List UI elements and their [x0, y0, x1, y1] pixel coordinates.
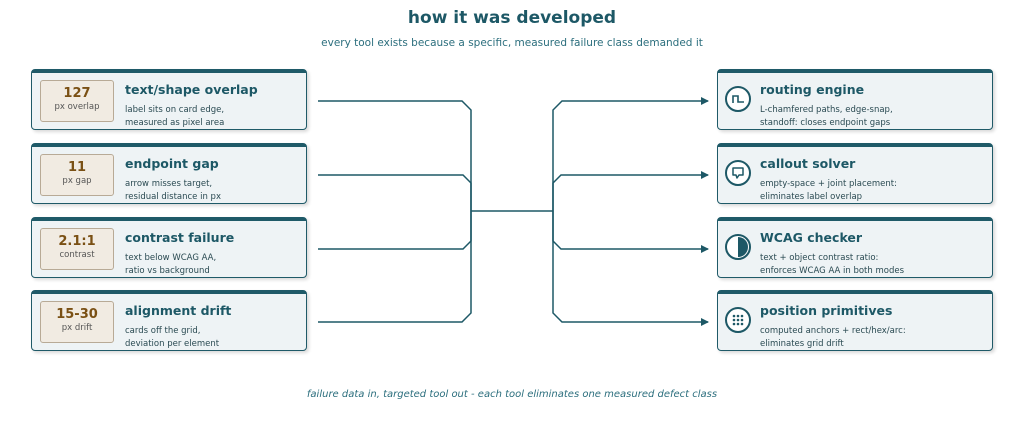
metric-box: 15-30 px drift [40, 301, 114, 343]
failure-card-alignment: 15-30 px drift alignment drift cards off… [31, 290, 307, 351]
failure-description: cards off the grid, deviation per elemen… [125, 325, 219, 351]
tool-card-wcag-checker: WCAG checker text + object contrast rati… [717, 217, 993, 278]
tool-card-callout-solver: callout solver empty-space + joint place… [717, 143, 993, 204]
description-line: text below WCAG AA, [125, 253, 217, 263]
tool-description: L-chamfered paths, edge-snap, standoff: … [760, 104, 893, 130]
connector-in-2 [318, 174, 472, 211]
failure-title: text/shape overlap [125, 82, 258, 97]
diagram-subtitle: every tool exists because a specific, me… [321, 37, 703, 49]
tool-title: position primitives [760, 303, 893, 318]
routing-path-icon [725, 86, 751, 112]
description-line: L-chamfered paths, edge-snap, [760, 105, 893, 115]
tool-title: routing engine [760, 82, 865, 97]
tool-title: WCAG checker [760, 230, 863, 245]
diagram-title: how it was developed [407, 8, 617, 28]
metric-box: 2.1:1 contrast [40, 228, 114, 270]
connector-in-1 [318, 100, 472, 211]
connector-in-3 [318, 211, 472, 250]
failure-title: contrast failure [125, 230, 235, 245]
description-line: empty-space + joint placement: [760, 179, 897, 189]
description-line: text + object contrast ratio: [760, 253, 879, 263]
metric-value: 15-30 [56, 307, 98, 322]
failure-title: endpoint gap [125, 156, 219, 171]
failure-card-overlap: 127 px overlap text/shape overlap label … [31, 69, 307, 130]
connector-out-1 [552, 97, 709, 211]
metric-unit: px overlap [54, 102, 100, 112]
connector-in-4 [318, 211, 472, 323]
description-line: eliminates grid drift [760, 339, 844, 349]
metric-unit: px drift [61, 323, 93, 333]
diagram-footer: failure data in, targeted tool out - eac… [306, 389, 718, 400]
tool-title: callout solver [760, 156, 856, 171]
description-line: cards off the grid, [125, 326, 201, 336]
description-line: ratio vs background [125, 266, 210, 276]
failure-card-contrast: 2.1:1 contrast contrast failure text bel… [31, 217, 307, 278]
connector-out-3 [552, 211, 709, 253]
description-line: standoff: closes endpoint gaps [760, 118, 891, 128]
connector-out-4 [552, 211, 709, 326]
tool-description: text + object contrast ratio: enforces W… [760, 252, 904, 278]
description-line: residual distance in px [125, 192, 221, 202]
contrast-half-circle-icon [725, 234, 751, 260]
metric-unit: px gap [62, 176, 92, 186]
metric-value: 2.1:1 [58, 234, 96, 249]
grid-dots-icon [725, 307, 751, 333]
failure-description: label sits on card edge, measured as pix… [125, 104, 224, 130]
failure-title: alignment drift [125, 303, 232, 318]
description-line: label sits on card edge, [125, 105, 225, 115]
description-line: computed anchors + rect/hex/arc: [760, 326, 906, 336]
tool-description: computed anchors + rect/hex/arc: elimina… [760, 325, 906, 351]
failure-description: text below WCAG AA, ratio vs background [125, 252, 216, 278]
tool-description: empty-space + joint placement: eliminate… [760, 178, 897, 204]
failure-description: arrow misses target, residual distance i… [125, 178, 221, 204]
metric-box: 11 px gap [40, 154, 114, 196]
description-line: enforces WCAG AA in both modes [760, 266, 905, 276]
metric-value: 11 [67, 160, 87, 175]
connector-out-2 [552, 171, 709, 211]
metric-unit: contrast [59, 250, 95, 260]
callout-bubble-icon [725, 160, 751, 186]
metric-box: 127 px overlap [40, 80, 114, 122]
metric-value: 127 [63, 86, 91, 101]
description-line: eliminates label overlap [760, 192, 863, 202]
failure-card-endpoint-gap: 11 px gap endpoint gap arrow misses targ… [31, 143, 307, 204]
tool-card-position-primitives: position primitives computed anchors + r… [717, 290, 993, 351]
description-line: deviation per element [125, 339, 220, 349]
description-line: measured as pixel area [125, 118, 225, 128]
tool-card-routing-engine: routing engine L-chamfered paths, edge-s… [717, 69, 993, 130]
description-line: arrow misses target, [125, 179, 213, 189]
